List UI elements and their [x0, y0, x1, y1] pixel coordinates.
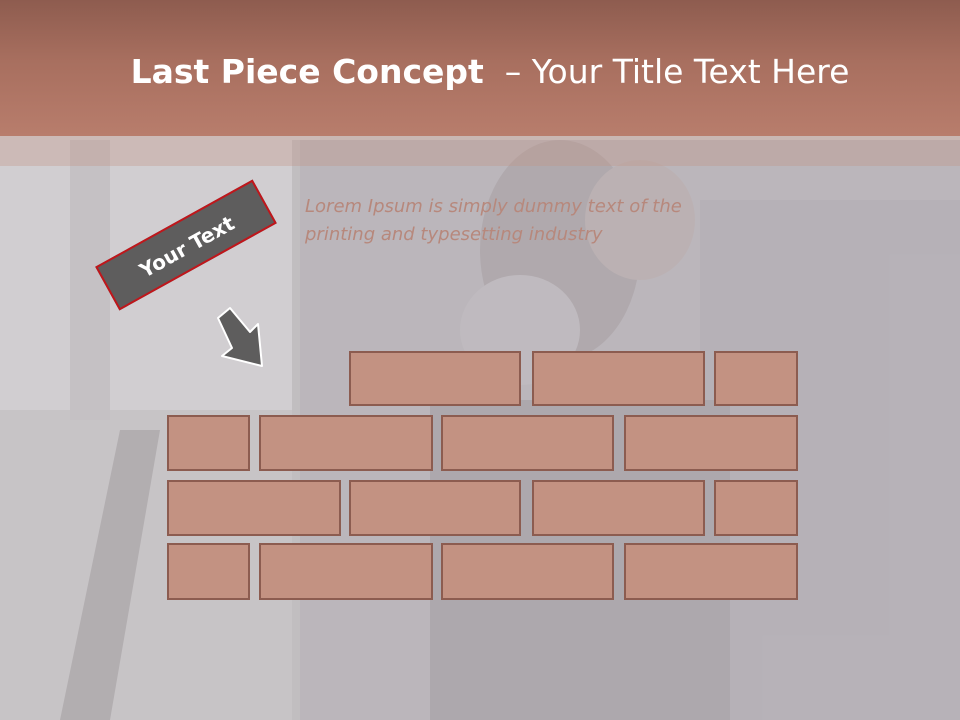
brick: [259, 543, 433, 600]
brick: [624, 415, 798, 471]
brick: [532, 480, 705, 536]
brick: [624, 543, 798, 600]
brick: [441, 543, 614, 600]
slide-title: Last Piece Concept – Your Title Text Her…: [0, 52, 960, 91]
body-text-line-2: printing and typesetting industry: [305, 224, 603, 245]
brick: [259, 415, 433, 471]
brick: [714, 351, 798, 406]
title-bold-text: Last Piece Concept: [130, 52, 484, 91]
body-text: Lorem Ipsum is simply dummy text of the …: [305, 193, 725, 249]
body-text-line-1: Lorem Ipsum is simply dummy text of the: [305, 196, 682, 217]
brick: [167, 543, 250, 600]
title-bar: [0, 0, 960, 136]
brick: [167, 415, 250, 471]
brick: [532, 351, 705, 406]
title-rest-text: – Your Title Text Here: [504, 52, 850, 91]
brick: [349, 480, 521, 536]
brick: [349, 351, 521, 406]
brick: [714, 480, 798, 536]
brick: [441, 415, 614, 471]
title-strip: [0, 136, 960, 166]
arrow-down-right-icon: [217, 307, 263, 367]
brick: [167, 480, 341, 536]
